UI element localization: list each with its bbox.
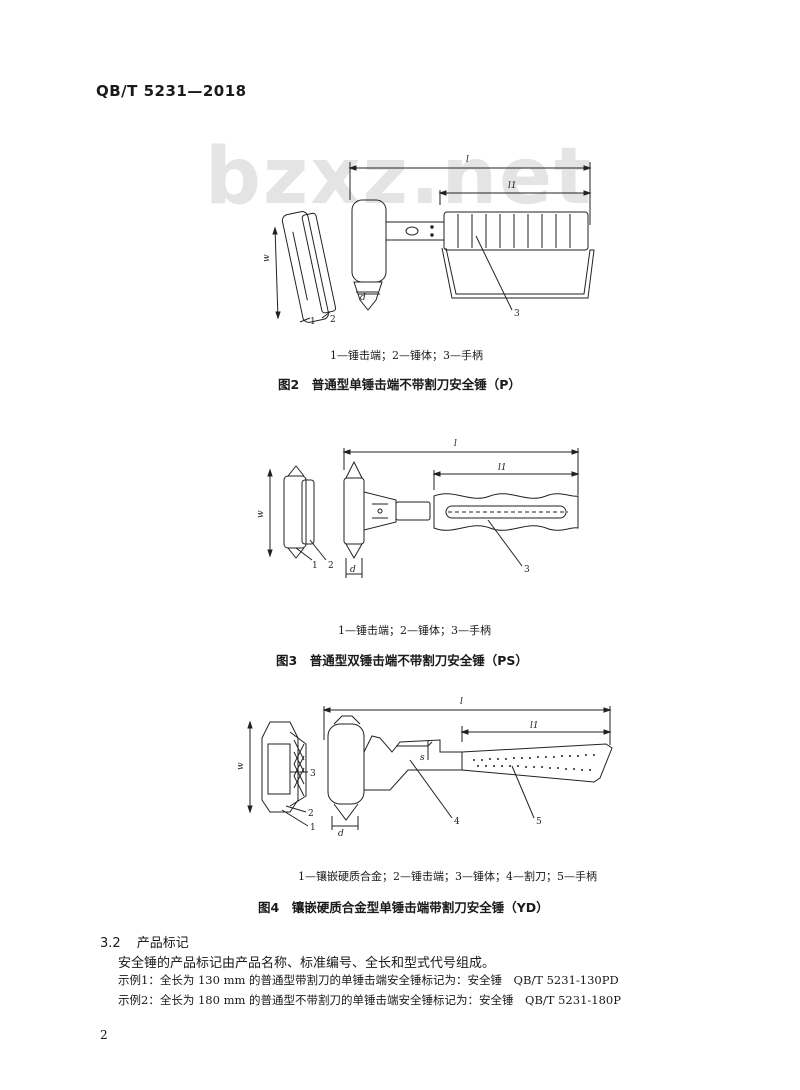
section-heading: 3.2 产品标记 — [100, 932, 189, 951]
svg-text:5: 5 — [536, 817, 542, 827]
svg-text:l1: l1 — [530, 721, 539, 731]
figure-4-legend: 1—镶嵌硬质合金；2—锤击端；3—锤体；4—割刀；5—手柄 — [298, 870, 597, 883]
svg-text:w: w — [236, 762, 246, 770]
svg-text:s: s — [420, 753, 425, 763]
svg-text:l1: l1 — [498, 463, 507, 473]
section-title: 产品标记 — [136, 936, 189, 951]
svg-text:2: 2 — [308, 809, 314, 819]
example-2: 示例2：全长为 180 mm 的普通型不带割刀的单锤击端安全锤标记为：安全锤 Q… — [118, 993, 621, 1007]
svg-text:w: w — [256, 510, 266, 518]
svg-text:2: 2 — [330, 315, 336, 325]
svg-text:w: w — [262, 254, 272, 262]
figure-3-title: 图3 普通型双锤击端不带割刀安全锤（PS） — [276, 653, 528, 668]
svg-text:2: 2 — [328, 561, 334, 571]
svg-text:1: 1 — [310, 317, 316, 327]
example-1: 示例1：全长为 130 mm 的普通型带割刀的单锤击端安全锤标记为：安全锤 QB… — [118, 973, 619, 987]
standard-code-header: QB/T 5231—2018 — [96, 82, 247, 100]
svg-text:d: d — [338, 829, 344, 839]
svg-text:l: l — [466, 155, 469, 165]
svg-text:d: d — [360, 293, 366, 303]
svg-text:3: 3 — [514, 309, 520, 319]
svg-text:l1: l1 — [508, 181, 517, 191]
watermark: bzxz.net — [205, 132, 594, 222]
page-number: 2 — [100, 1028, 108, 1042]
section-paragraph: 安全锤的产品标记由产品名称、标准编号、全长和型式代号组成。 — [118, 956, 496, 971]
section-number: 3.2 — [100, 936, 121, 951]
svg-text:4: 4 — [454, 817, 460, 827]
svg-text:3: 3 — [524, 565, 530, 575]
svg-text:3: 3 — [310, 769, 316, 779]
figure-2-title: 图2 普通型单锤击端不带割刀安全锤（P） — [278, 377, 521, 392]
figure-2-legend: 1—锤击端；2—锤体；3—手柄 — [330, 349, 483, 362]
figure-4-title: 图4 镶嵌硬质合金型单锤击端带割刀安全锤（YD） — [258, 900, 549, 915]
svg-text:l: l — [454, 439, 457, 449]
svg-text:1: 1 — [310, 823, 316, 833]
svg-text:d: d — [350, 565, 356, 575]
svg-text:l: l — [460, 697, 463, 707]
svg-text:1: 1 — [312, 561, 318, 571]
figure-3-legend: 1—锤击端；2—锤体；3—手柄 — [338, 624, 491, 637]
